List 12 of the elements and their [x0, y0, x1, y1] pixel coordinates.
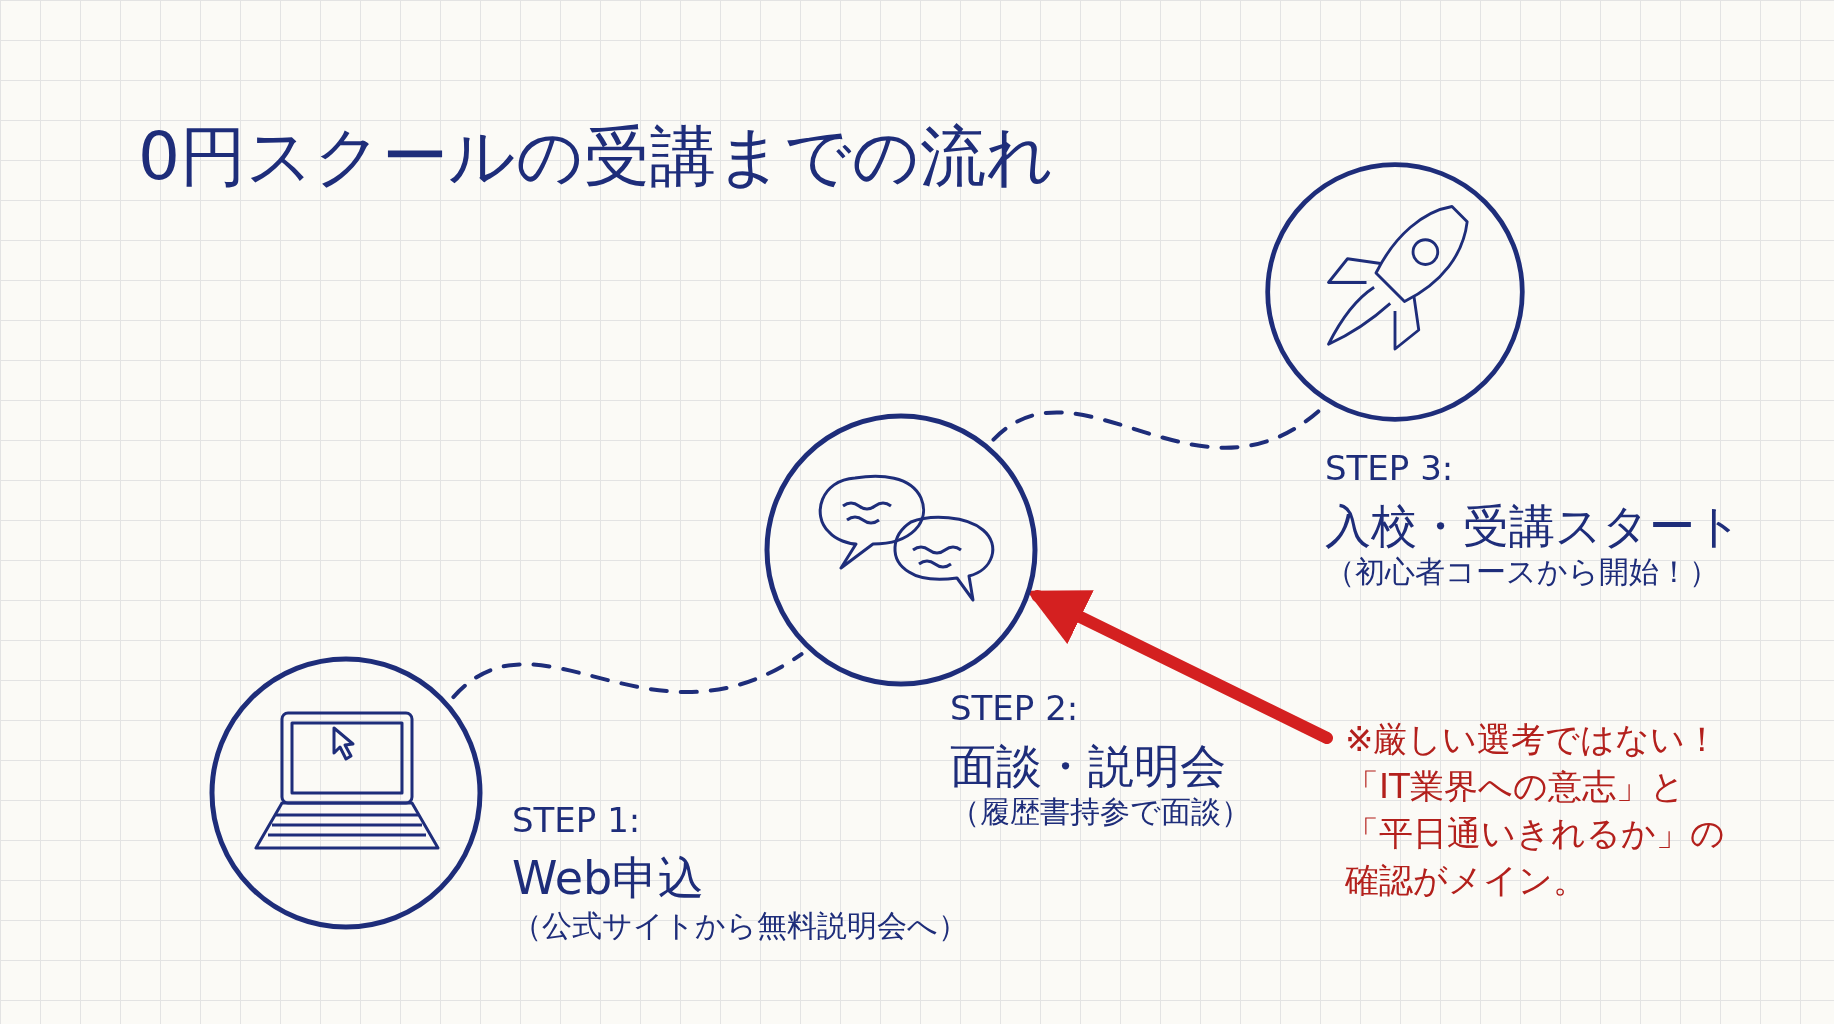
- step-note: （公式サイトから無料説明会へ）: [512, 907, 968, 945]
- step-title: 面談・説明会: [950, 738, 1226, 795]
- step-number: STEP 2:: [950, 688, 1079, 728]
- step-number: STEP 1:: [512, 800, 641, 840]
- step-number: STEP 3:: [1325, 448, 1454, 488]
- note-text: ※厳しい選考ではない！「IT業界への意志」と「平日通いきれるか」の確認がメイン。: [1345, 718, 1726, 902]
- dashed-path: [451, 652, 804, 700]
- step-title: 入校・受講スタート: [1325, 498, 1742, 555]
- step-note: （履歴書持参で面談）: [950, 793, 1251, 831]
- step-title: Web申込: [512, 850, 705, 907]
- step-note: （初心者コースから開始！）: [1325, 553, 1719, 591]
- title: 0円スクールの受講までの流れ: [138, 117, 1054, 197]
